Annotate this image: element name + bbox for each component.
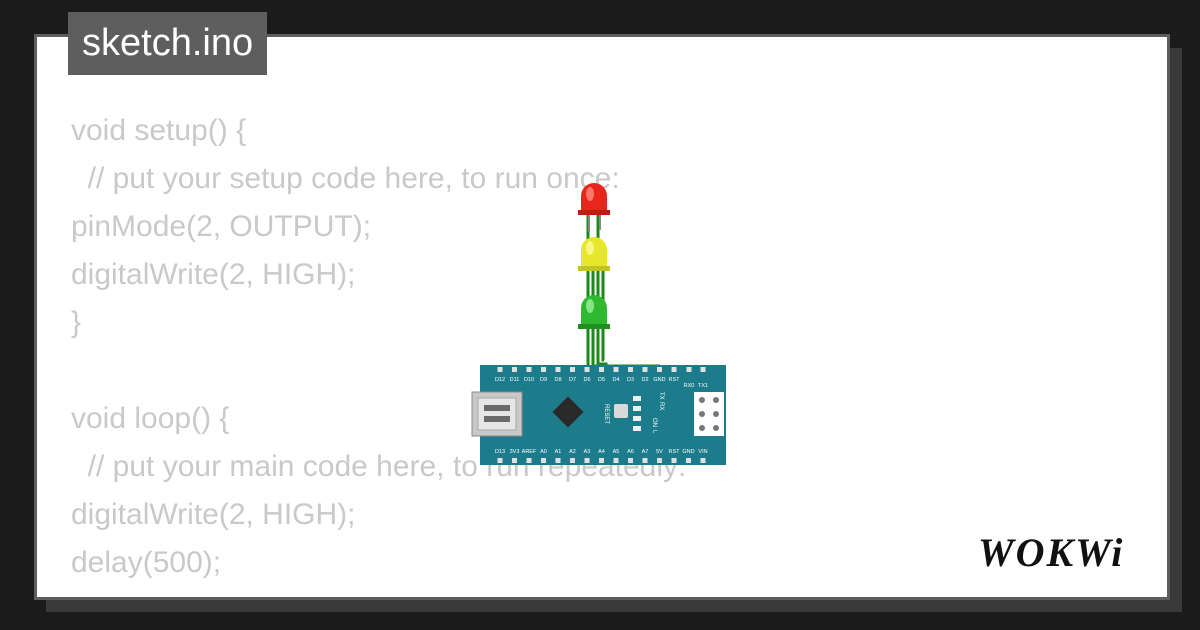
rx-led-icon: [633, 406, 641, 411]
tx-led-icon: [633, 396, 641, 401]
l-led-icon: [633, 426, 641, 431]
pin-label: RST: [669, 377, 681, 383]
led-red[interactable]: [578, 183, 610, 232]
pin-label: D6: [583, 377, 590, 383]
pin-label: D2: [641, 377, 648, 383]
code-line: // put your setup code here, to run once…: [71, 162, 620, 195]
top-pin-row: [497, 367, 706, 372]
pin-d3[interactable]: [628, 367, 633, 372]
pin-label: D8: [554, 377, 561, 383]
file-tab[interactable]: sketch.ino: [68, 12, 268, 75]
pin-label: A6: [627, 449, 634, 455]
code-line: pinMode(2, OUTPUT);: [71, 210, 372, 243]
code-line: digitalWrite(2, HIGH);: [71, 498, 356, 531]
code-line: }: [71, 306, 82, 339]
on-led-icon: [633, 416, 641, 421]
led-label: ON: [651, 418, 657, 427]
pin-label: D13: [495, 449, 505, 455]
led-body: [581, 183, 607, 212]
pin-d7[interactable]: [570, 367, 575, 372]
pin-label: D11: [510, 377, 520, 383]
pin-5v[interactable]: [657, 458, 662, 463]
pin-label: A0: [540, 449, 547, 455]
led-yellow[interactable]: [578, 237, 610, 271]
led-label: RX: [658, 402, 664, 410]
pin-d11[interactable]: [512, 367, 517, 372]
pin-label: D7: [569, 377, 576, 383]
pin-label: A3: [584, 449, 591, 455]
pin-label: D10: [524, 377, 534, 383]
pin-d10[interactable]: [526, 367, 532, 372]
pin-a7[interactable]: [642, 458, 648, 463]
led-label: L: [651, 430, 657, 434]
pin-a1[interactable]: [555, 458, 561, 463]
pin-label: RST: [669, 449, 681, 455]
wokwi-logo[interactable]: WOKWi: [978, 530, 1150, 574]
pin-d8[interactable]: [555, 367, 561, 372]
pin-d12[interactable]: [497, 367, 503, 372]
reset-button[interactable]: [614, 404, 628, 418]
pin-label: TX1: [698, 383, 708, 389]
pin-vin[interactable]: [700, 458, 706, 463]
pin-label: A1: [555, 449, 562, 455]
pin-label: 5V: [656, 449, 663, 455]
pin-d6[interactable]: [584, 367, 590, 372]
icsp-header: [694, 392, 724, 436]
code-line: digitalWrite(2, LOW);: [71, 587, 686, 597]
pin-rst[interactable]: [671, 367, 677, 372]
pin-label: A5: [613, 449, 620, 455]
pin-a2[interactable]: [570, 458, 575, 463]
arduino-nano-board[interactable]: RESET TX RX ON L D12 D11 D10 D9 D8 D7 D6 D5 D4 D3…: [471, 365, 726, 465]
pin-aref[interactable]: [526, 458, 532, 463]
pin-rx0[interactable]: [686, 367, 692, 372]
code-line: digitalWrite(2, HIGH);: [71, 258, 356, 291]
pin-label: D5: [598, 377, 605, 383]
pin-a0[interactable]: [541, 458, 546, 463]
pin-a6[interactable]: [628, 458, 633, 463]
pin-label: A7: [642, 449, 649, 455]
logo-text: WOKWi: [978, 530, 1124, 574]
code-line: void setup() {: [71, 114, 247, 147]
pin-label: A2: [569, 449, 576, 455]
pin-label: D4: [612, 377, 619, 383]
pin-label: AREF: [522, 449, 537, 455]
pin-gnd[interactable]: [686, 458, 691, 463]
code-editor[interactable]: void setup() { // put your setup code he…: [71, 107, 686, 597]
led-body: [581, 295, 607, 326]
pin-d9[interactable]: [541, 367, 546, 372]
pin-rst[interactable]: [671, 458, 677, 463]
pin-label: D3: [627, 377, 634, 383]
pin-d4[interactable]: [613, 367, 619, 372]
microcontroller-chip-icon: [552, 396, 584, 428]
pin-label: VIN: [698, 449, 707, 455]
pin-gnd[interactable]: [657, 367, 662, 372]
pin-label: GND: [682, 449, 694, 455]
pin-3v3[interactable]: [512, 458, 517, 463]
pin-label: 3V3: [510, 449, 520, 455]
pin-a4[interactable]: [599, 458, 604, 463]
pin-tx1[interactable]: [700, 367, 706, 372]
pin-label: RX0: [684, 383, 695, 389]
wires: [586, 212, 662, 378]
code-line: delay(500);: [71, 546, 222, 579]
pin-d5[interactable]: [599, 367, 604, 372]
led-body: [581, 237, 607, 268]
pin-d13[interactable]: [497, 458, 503, 463]
pin-label: GND: [653, 377, 665, 383]
pin-label: A4: [598, 449, 605, 455]
pin-a3[interactable]: [584, 458, 590, 463]
usb-connector-icon: [471, 391, 523, 437]
pin-d2[interactable]: [642, 367, 648, 372]
pin-label: D9: [540, 377, 547, 383]
pin-a5[interactable]: [613, 458, 619, 463]
led-green[interactable]: [578, 295, 610, 329]
code-line: void loop() {: [71, 402, 230, 435]
bottom-pin-row: [497, 458, 706, 463]
pin-label: D12: [495, 377, 505, 383]
led-label: TX: [658, 392, 664, 400]
reset-label: RESET: [603, 404, 609, 424]
